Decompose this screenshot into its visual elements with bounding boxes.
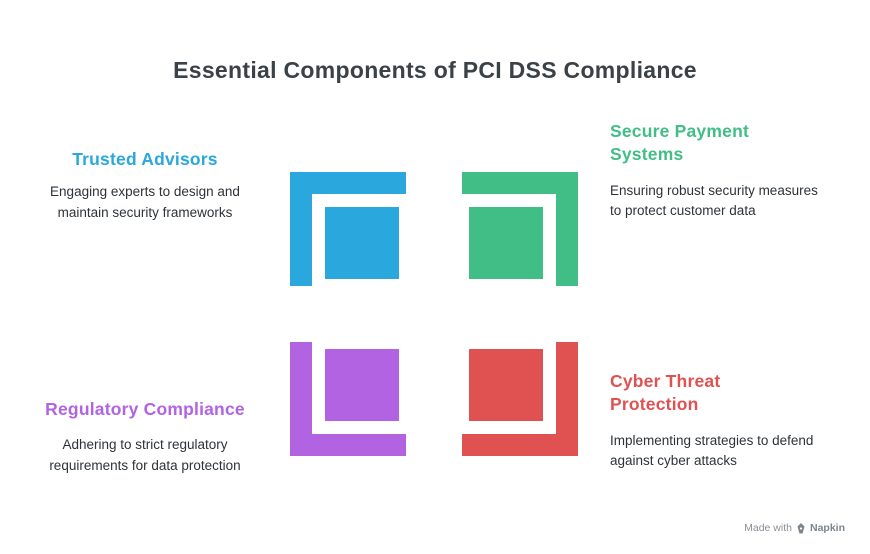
quadrant-description: Implementing strategies to defend agains… bbox=[610, 432, 814, 469]
trusted-advisors-block: Trusted Advisors Engaging experts to des… bbox=[20, 148, 270, 224]
page-title: Essential Components of PCI DSS Complian… bbox=[173, 57, 697, 83]
regulatory-compliance-block: Regulatory Compliance Adhering to strict… bbox=[20, 398, 270, 477]
secure-payment-systems-block: Secure Payment Systems Ensuring robust s… bbox=[610, 120, 842, 222]
napkin-watermark: Made with Napkin bbox=[744, 522, 845, 534]
watermark-made-with-label: Made with bbox=[744, 522, 792, 534]
bracket-vertical-bar bbox=[290, 342, 312, 456]
bracket-horizontal-bar bbox=[462, 434, 578, 456]
quadrant-description: Engaging experts to design and maintain … bbox=[50, 183, 240, 220]
quadrant-description: Adhering to strict regulatory requiremen… bbox=[49, 436, 241, 473]
quadrant-heading: Trusted Advisors bbox=[72, 149, 218, 169]
secure-payment-systems-icon bbox=[462, 172, 578, 286]
solid-square bbox=[325, 349, 399, 421]
pen-icon bbox=[796, 522, 806, 534]
trusted-advisors-icon bbox=[290, 172, 406, 286]
bracket-horizontal-bar bbox=[462, 172, 578, 194]
quadrant-heading: Regulatory Compliance bbox=[45, 399, 245, 419]
solid-square bbox=[469, 207, 543, 279]
bracket-vertical-bar bbox=[556, 172, 578, 286]
quadrant-heading: Cyber Threat Protection bbox=[610, 371, 721, 414]
bracket-horizontal-bar bbox=[290, 434, 406, 456]
cyber-threat-protection-icon bbox=[462, 342, 578, 456]
quadrant-heading: Secure Payment Systems bbox=[610, 121, 749, 164]
bracket-horizontal-bar bbox=[290, 172, 406, 194]
cyber-threat-protection-block: Cyber Threat Protection Implementing str… bbox=[610, 370, 842, 472]
quadrant-description: Ensuring robust security measures to pro… bbox=[610, 182, 818, 219]
bracket-vertical-bar bbox=[290, 172, 312, 286]
bracket-vertical-bar bbox=[556, 342, 578, 456]
regulatory-compliance-icon bbox=[290, 342, 406, 456]
watermark-brand-label: Napkin bbox=[809, 522, 845, 534]
solid-square bbox=[469, 349, 543, 421]
solid-square bbox=[325, 207, 399, 279]
